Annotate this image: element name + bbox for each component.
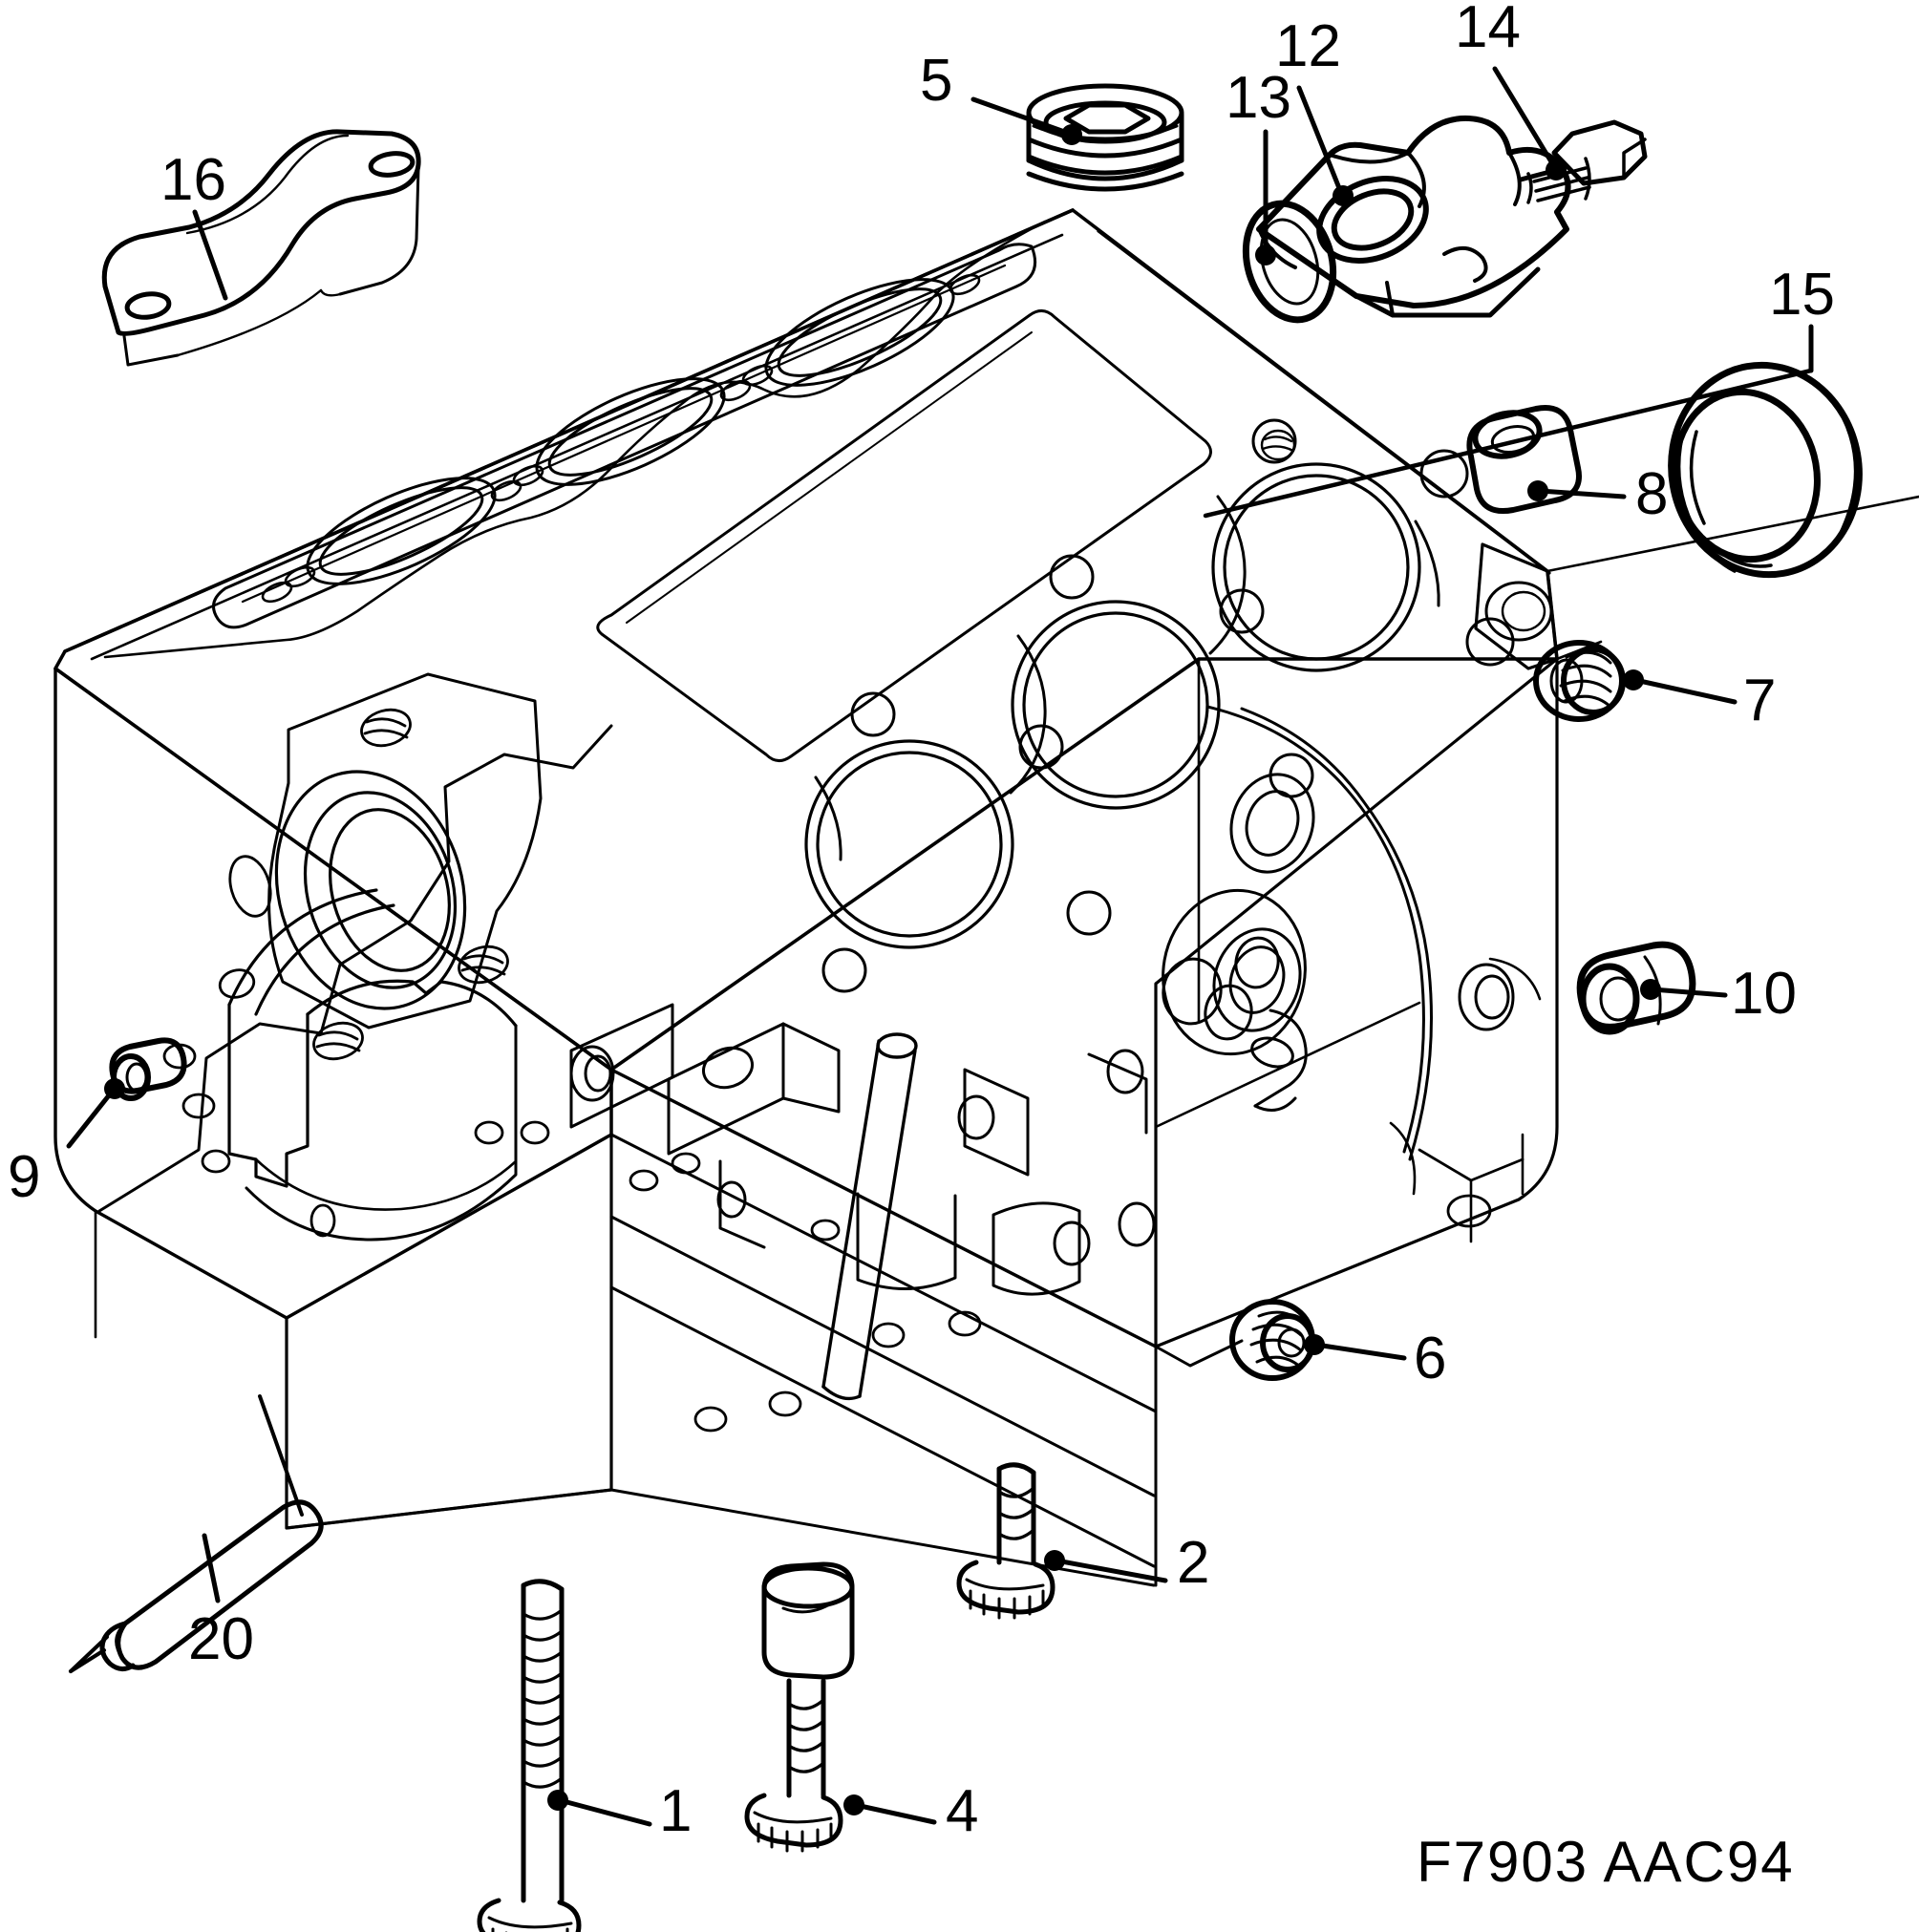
callout-number-13: 13 bbox=[1226, 65, 1291, 131]
callout-number-6: 6 bbox=[1414, 1326, 1447, 1391]
part-15-rear-oil-seal bbox=[1668, 361, 1863, 579]
callout-number-16: 16 bbox=[160, 147, 226, 213]
callout-number-20: 20 bbox=[188, 1606, 254, 1672]
callout-number-15: 15 bbox=[1769, 262, 1835, 328]
callout-number-7: 7 bbox=[1743, 668, 1777, 733]
callout-number-1: 1 bbox=[659, 1778, 693, 1844]
part-20-sealant-tube bbox=[69, 1499, 324, 1673]
callout-number-8: 8 bbox=[1635, 461, 1669, 527]
callout-number-14: 14 bbox=[1455, 0, 1521, 60]
callout-number-9: 9 bbox=[8, 1144, 41, 1210]
part-2-flange-bolt bbox=[956, 1462, 1055, 1620]
callout-number-12: 12 bbox=[1275, 13, 1341, 79]
part-16-lifting-bracket bbox=[101, 129, 421, 367]
callout-number-10: 10 bbox=[1731, 961, 1797, 1027]
part-13-o-ring bbox=[1242, 200, 1337, 324]
part-9-core-plug bbox=[109, 1037, 187, 1101]
leader-lines bbox=[66, 66, 1814, 1827]
part-8-cup-plug bbox=[1466, 405, 1582, 514]
callout-number-4: 4 bbox=[946, 1778, 979, 1844]
callout-number-2: 2 bbox=[1177, 1530, 1210, 1596]
part-10-core-plug bbox=[1576, 941, 1696, 1035]
part-4-bolt-with-dowel bbox=[744, 1561, 855, 1853]
part-12-thermostat-housing bbox=[1256, 115, 1571, 318]
callout-number-5: 5 bbox=[920, 48, 953, 114]
cylinder-block bbox=[53, 208, 1919, 1587]
figure-caption: F7903 AAC94 bbox=[1417, 1830, 1795, 1894]
part-7-threaded-plug bbox=[1533, 640, 1626, 722]
part-1-head-bolt-long bbox=[477, 1579, 582, 1932]
part-5-hex-plug bbox=[1026, 83, 1184, 192]
part-14-bolt bbox=[1518, 119, 1648, 204]
